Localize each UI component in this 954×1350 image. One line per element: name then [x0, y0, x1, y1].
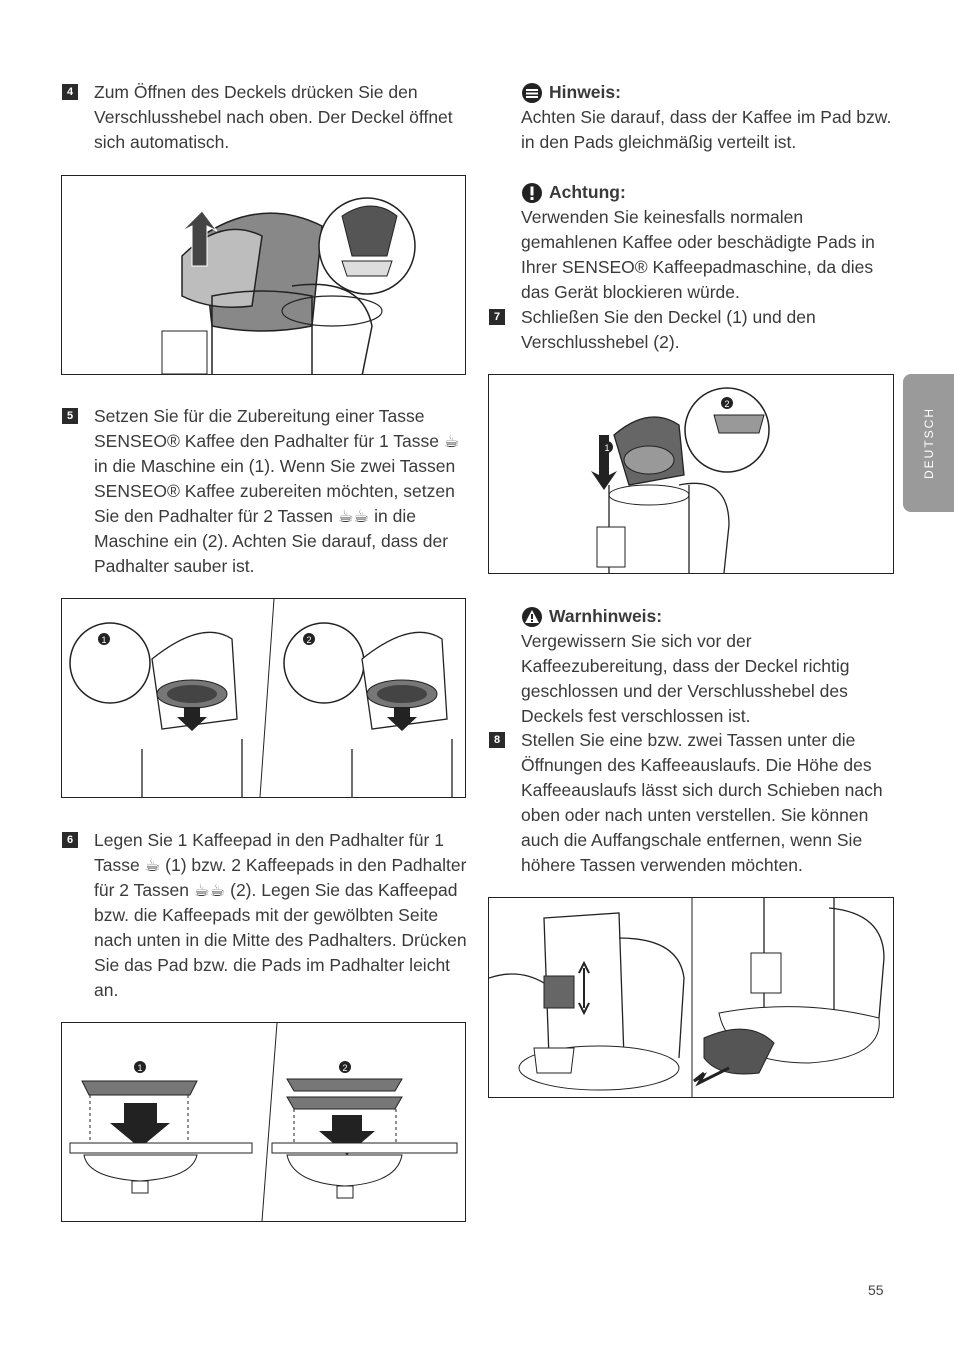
- label-two: 2: [724, 399, 729, 409]
- page-number: 55: [868, 1282, 884, 1298]
- note-title: Achtung:: [549, 182, 626, 202]
- step-4: 4 Zum Öffnen des Deckels drücken Sie den…: [62, 80, 472, 155]
- note-text: Achten Sie darauf, dass der Kaffee im Pa…: [521, 107, 892, 152]
- figure-adjust-spout: [488, 897, 894, 1098]
- note-hinweis: Hinweis: Achten Sie darauf, dass der Kaf…: [521, 80, 901, 155]
- figure-close-lid: 1 2: [488, 374, 894, 574]
- label-one: 1: [137, 1063, 142, 1073]
- step-number: 4: [62, 84, 78, 100]
- step-8: 8 Stellen Sie eine bzw. zwei Tassen unte…: [489, 728, 899, 878]
- label-one: 1: [604, 443, 609, 453]
- step-number: 8: [489, 732, 505, 748]
- exclamation-icon: [522, 182, 542, 203]
- label-two: 2: [342, 1063, 347, 1073]
- warning-icon: [522, 606, 542, 627]
- figure-place-pads: 1 2: [61, 1022, 466, 1222]
- note-text: Vergewissern Sie sich vor der Kaffeezube…: [521, 631, 850, 726]
- step-number: 5: [62, 408, 78, 424]
- note-title: Warnhinweis:: [549, 606, 663, 626]
- step-text: Zum Öffnen des Deckels drücken Sie den V…: [94, 82, 453, 152]
- step-7: 7 Schließen Sie den Deckel (1) und den V…: [489, 305, 899, 355]
- note-icon: [522, 82, 542, 103]
- step-text: Setzen Sie für die Zubereitung einer Tas…: [94, 406, 460, 576]
- note-achtung: Achtung: Verwenden Sie keinesfalls norma…: [521, 180, 901, 305]
- language-tab: DEUTSCH: [903, 374, 954, 512]
- step-6: 6 Legen Sie 1 Kaffeepad in den Padhalter…: [62, 828, 472, 1003]
- step-number: 6: [62, 832, 78, 848]
- label-two: 2: [306, 635, 311, 645]
- figure-open-lid: [61, 175, 466, 375]
- note-title: Hinweis:: [549, 82, 621, 102]
- step-text: Stellen Sie eine bzw. zwei Tassen unter …: [521, 730, 883, 875]
- figure-insert-pad-holder: 1 2: [61, 598, 466, 798]
- note-text: Verwenden Sie keinesfalls normalen gemah…: [521, 207, 875, 302]
- step-5: 5 Setzen Sie für die Zubereitung einer T…: [62, 404, 472, 579]
- note-warnhinweis: Warnhinweis: Vergewissern Sie sich vor d…: [521, 604, 901, 729]
- label-one: 1: [101, 635, 106, 645]
- step-number: 7: [489, 309, 505, 325]
- step-text: Legen Sie 1 Kaffeepad in den Padhalter f…: [94, 830, 467, 1000]
- language-tab-label: DEUTSCH: [921, 406, 936, 480]
- step-text: Schließen Sie den Deckel (1) und den Ver…: [521, 307, 816, 352]
